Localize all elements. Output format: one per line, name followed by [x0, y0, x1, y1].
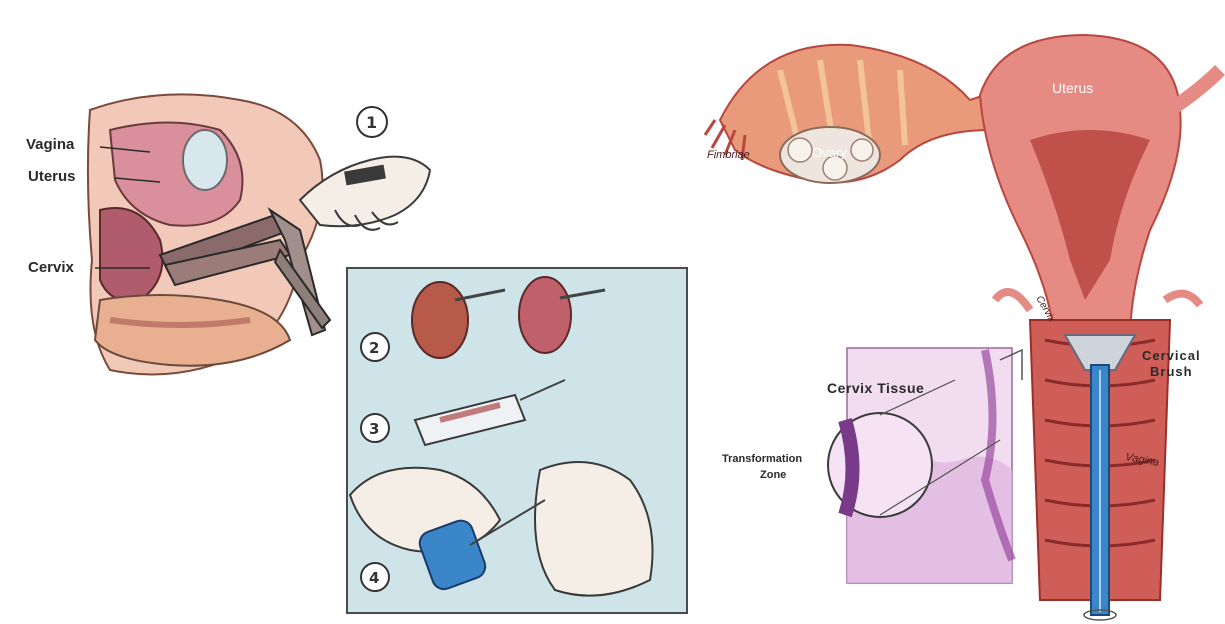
procedure-steps-panel: [347, 268, 687, 613]
step-1-number: 1: [366, 113, 377, 132]
step-4-number: 4: [369, 569, 379, 587]
label-cervical-brush-line2: Brush: [1150, 364, 1193, 379]
label-cervix-tissue: Cervix Tissue: [827, 380, 924, 396]
label-fimbriae: Fimbriae: [707, 149, 750, 161]
label-cervical-brush-line1: Cervical: [1142, 348, 1201, 363]
label-transformation-zone-line2: Zone: [760, 469, 786, 481]
label-cervix-left: Cervix: [28, 259, 75, 276]
label-transformation-zone-line1: Transformation: [722, 453, 802, 465]
label-vagina: Vagina: [26, 136, 75, 153]
step-2-number: 2: [369, 339, 379, 357]
label-uterus-right: Uterus: [1052, 80, 1093, 96]
label-uterus-left: Uterus: [28, 168, 76, 185]
label-ovary: Ovary: [812, 145, 847, 160]
step-3-number: 3: [369, 420, 379, 438]
